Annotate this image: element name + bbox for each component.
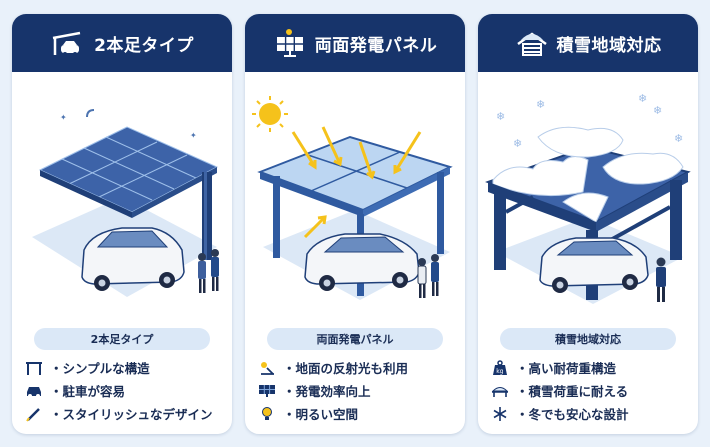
card-title: 2本足タイプ bbox=[94, 35, 194, 56]
card-label: 2本足タイプ bbox=[34, 328, 210, 350]
feature-text: ・明るい空間 bbox=[283, 407, 359, 422]
svg-text:✦: ✦ bbox=[60, 113, 67, 122]
feature-item: ・駐車が容易 bbox=[24, 379, 224, 402]
svg-text:❄: ❄ bbox=[513, 137, 522, 150]
lightbulb-icon bbox=[257, 405, 277, 423]
card-label: 両面発電パネル bbox=[267, 328, 443, 350]
card-header: 両面発電パネル bbox=[245, 14, 465, 72]
svg-text:❄: ❄ bbox=[496, 110, 505, 123]
card-snow-region: 積雪地域対応 ❄ ❄ ❄ ❄ ❄ ❄ 積雪地域対応 kg bbox=[478, 14, 698, 434]
feature-item: ・シンプルな構造 bbox=[24, 356, 224, 379]
feature-list: ・シンプルな構造 ・駐車が容易 ・スタイリッシュなデザイン bbox=[24, 356, 224, 425]
feature-text: ・シンプルな構造 bbox=[50, 361, 150, 376]
feature-item: ・スタイリッシュなデザイン bbox=[24, 402, 224, 425]
svg-text:✦: ✦ bbox=[190, 131, 197, 140]
feature-text: ・発電効率向上 bbox=[283, 384, 371, 399]
pencil-ruler-icon bbox=[24, 405, 44, 423]
feature-item: ・冬でも安心な設計 bbox=[490, 402, 690, 425]
feature-text: ・スタイリッシュなデザイン bbox=[50, 407, 213, 422]
feature-item: ・発電効率向上 bbox=[257, 379, 457, 402]
svg-text:❄: ❄ bbox=[638, 92, 647, 105]
card-title: 両面発電パネル bbox=[314, 35, 438, 56]
sun-reflect-icon bbox=[257, 359, 277, 377]
feature-item: ・明るい空間 bbox=[257, 402, 457, 425]
feature-list: ・地面の反射光も利用 ・発電効率向上 ・明るい空間 bbox=[257, 356, 457, 425]
svg-text:❄: ❄ bbox=[674, 132, 683, 145]
carport-frame-icon bbox=[24, 359, 44, 377]
card-bifacial-panel: 両面発電パネル bbox=[245, 14, 465, 434]
feature-item: ・積雪荷重に耐える bbox=[490, 379, 690, 402]
bifacial-carport-illustration bbox=[252, 96, 453, 300]
snow-load-icon bbox=[490, 382, 510, 400]
feature-text: ・高い耐荷重構造 bbox=[516, 361, 617, 376]
solar-panel-sun-icon bbox=[273, 28, 307, 58]
feature-text: ・冬でも安心な設計 bbox=[516, 407, 629, 422]
card-title: 積雪地域対応 bbox=[556, 35, 662, 56]
snow-roof-icon bbox=[515, 28, 549, 58]
feature-list: kg ・高い耐荷重構造 ・積雪荷重に耐える ・冬でも安心な設計 bbox=[490, 356, 690, 425]
snow-carport-illustration: ❄ ❄ ❄ ❄ ❄ ❄ bbox=[485, 92, 691, 304]
feature-text: ・地面の反射光も利用 bbox=[283, 361, 409, 376]
svg-text:kg: kg bbox=[496, 368, 503, 375]
carport-icon bbox=[50, 28, 86, 58]
card-header: 2本足タイプ bbox=[12, 14, 232, 72]
feature-item: ・地面の反射光も利用 bbox=[257, 356, 457, 379]
svg-text:❄: ❄ bbox=[653, 104, 662, 117]
feature-text: ・積雪荷重に耐える bbox=[516, 384, 629, 399]
feature-text: ・駐車が容易 bbox=[50, 384, 126, 399]
svg-text:❄: ❄ bbox=[536, 98, 545, 111]
card-two-leg-type: 2本足タイプ ✦ ✦ 2本足タイプ bbox=[12, 14, 232, 434]
car-icon bbox=[24, 382, 44, 400]
card-label: 積雪地域対応 bbox=[500, 328, 676, 350]
snowflake-icon bbox=[490, 405, 510, 423]
weight-kg-icon: kg bbox=[490, 359, 510, 377]
two-leg-carport-illustration: ✦ ✦ bbox=[32, 109, 219, 297]
card-header: 積雪地域対応 bbox=[478, 14, 698, 72]
solar-panel-icon bbox=[257, 382, 277, 400]
feature-item: kg ・高い耐荷重構造 bbox=[490, 356, 690, 379]
